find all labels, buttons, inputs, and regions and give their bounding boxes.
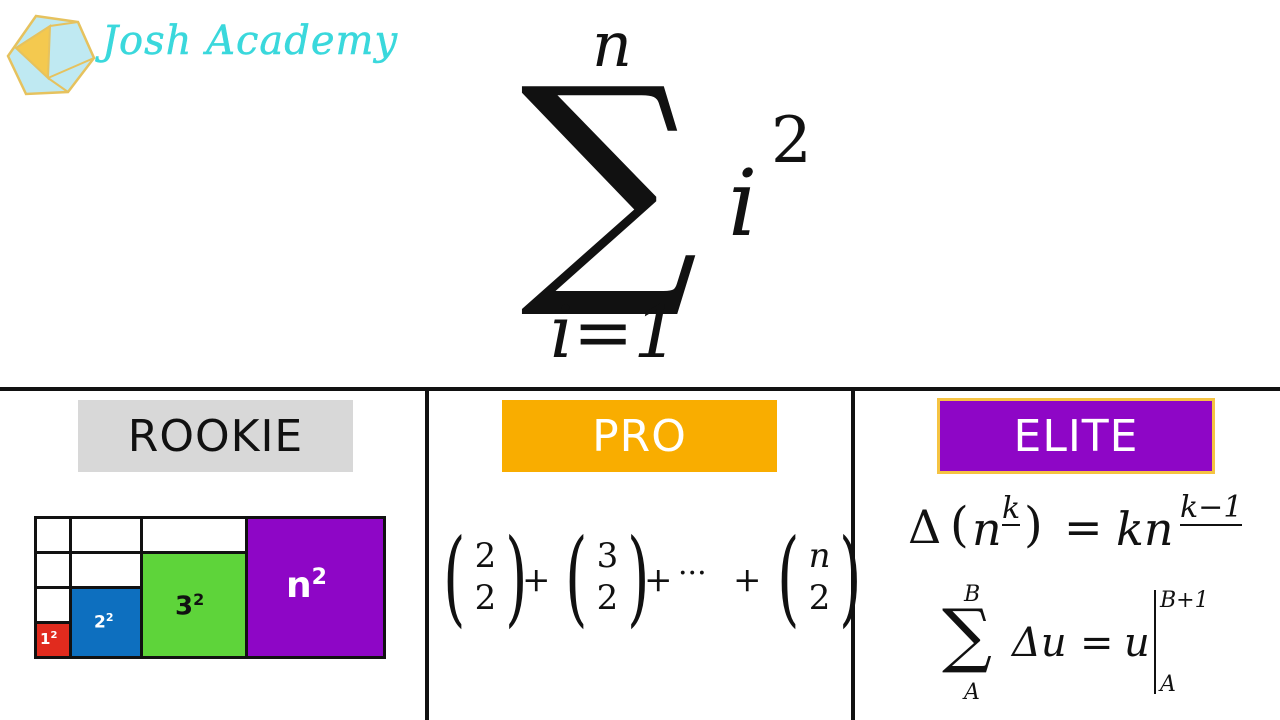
sum-lower-limit-a: A (964, 680, 980, 705)
falling-power-exponent: k (1002, 491, 1021, 526)
evaluation-upper-limit: B+1 (1160, 588, 1209, 613)
right-paren: ) (627, 516, 650, 638)
logo-icon (6, 14, 96, 96)
level-badge-pro: PRO (502, 400, 777, 472)
grid-cell (140, 516, 248, 554)
delta-symbol: Δ (908, 500, 942, 554)
binomial-stack: 2 2 (475, 535, 497, 619)
square-2-label: 22 (94, 611, 114, 633)
square-1: 12 (34, 621, 72, 659)
binomial-top: 2 (474, 536, 497, 576)
square-3: 32 (140, 551, 248, 659)
evaluation-function: u (1124, 620, 1150, 666)
left-paren: ( (950, 497, 969, 553)
right-paren: ) (505, 516, 528, 638)
sum-upper-limit-b: B (964, 582, 981, 607)
grid-cell (34, 516, 72, 554)
binomial-bottom: 2 (808, 578, 831, 618)
left-paren: ( (777, 516, 800, 638)
plus-sign: + (644, 560, 673, 600)
horizontal-divider (0, 387, 1280, 391)
grid-cell (34, 551, 72, 589)
equals-sign: = (1064, 500, 1103, 554)
sum-upper-limit: n (592, 8, 632, 81)
sum-body-exponent: 2 (771, 104, 812, 178)
column-divider-1 (425, 389, 429, 720)
grid-cell (34, 586, 72, 624)
binomial-term-n: ( n 2 ) (768, 525, 871, 629)
binomial-stack: n 2 (809, 535, 831, 619)
equals-sign: = (1080, 620, 1114, 666)
difference-rhs-exponent: k−1 (1180, 490, 1243, 526)
level-badge-rookie: ROOKIE (78, 400, 353, 472)
left-paren: ( (565, 516, 588, 638)
binomial-bottom: 2 (596, 578, 619, 618)
square-2: 22 (69, 586, 143, 659)
plus-sign: + (522, 560, 551, 600)
evaluation-bar (1154, 590, 1156, 694)
square-1-label: 12 (40, 630, 58, 648)
grid-cell (69, 551, 143, 589)
grid-cell (69, 516, 143, 554)
binomial-bottom: 2 (474, 578, 497, 618)
binomial-top: n (808, 536, 831, 576)
plus-sign: + (733, 560, 762, 600)
right-paren: ) (1024, 497, 1043, 553)
left-paren: ( (443, 516, 466, 638)
binomial-term-1: ( 2 2 ) (434, 525, 537, 629)
sum-lower-limit: i=1 (550, 290, 680, 374)
binomial-stack: 3 2 (597, 535, 619, 619)
sigma-symbol: ∑ (520, 34, 699, 325)
column-divider-2 (851, 389, 855, 720)
falling-power-base: n (972, 502, 1002, 556)
logo-text: Josh Academy (102, 18, 399, 65)
square-n: n2 (245, 516, 386, 659)
sum-body-delta-u: Δu (1012, 620, 1067, 666)
difference-rhs: kn (1116, 502, 1174, 556)
binomial-term-2: ( 3 2 ) (556, 525, 659, 629)
evaluation-lower-limit: A (1160, 672, 1176, 697)
binomial-top: 3 (596, 536, 619, 576)
sum-body-base: i (728, 150, 758, 257)
main-formula: n ∑ i 2 i=1 (520, 8, 812, 374)
right-paren: ) (839, 516, 862, 638)
square-n-label: n2 (286, 565, 327, 606)
square-3-label: 32 (175, 590, 205, 622)
sigma-symbol-small: ∑ (942, 594, 992, 676)
level-badge-elite: ELITE (937, 398, 1215, 474)
ellipsis: ··· (678, 556, 707, 591)
